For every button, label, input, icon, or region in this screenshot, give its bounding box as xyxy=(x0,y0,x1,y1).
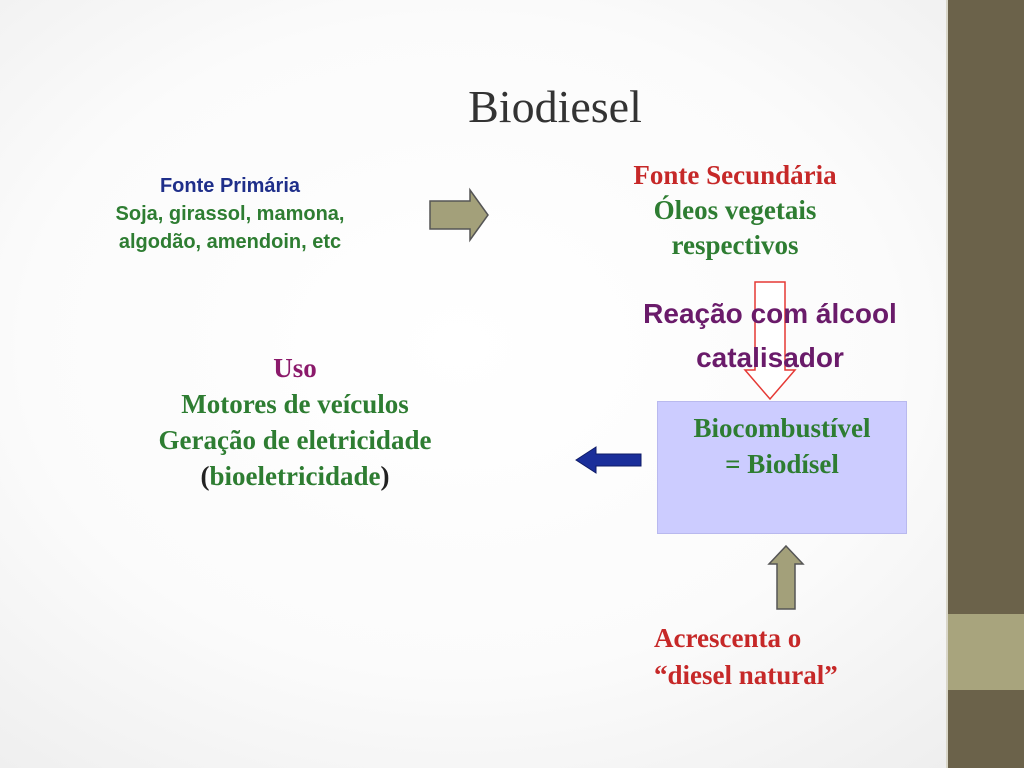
usage-line-electricity: Geração de eletricidade xyxy=(158,425,432,455)
bioelectricity-word: bioeletricidade xyxy=(209,461,381,491)
primary-source-heading: Fonte Primária xyxy=(159,175,301,197)
biofuel-label: Biocombustível = Biodísel xyxy=(693,413,871,479)
slide-title: Biodiesel xyxy=(468,81,642,132)
sidebar-edge xyxy=(946,0,948,768)
primary-source: Fonte Primária Soja, girassol, mamona, a… xyxy=(60,172,400,256)
primary-source-body: Soja, girassol, mamona, algodão, amendoi… xyxy=(115,203,345,253)
secondary-source-heading: Fonte Secundária xyxy=(633,160,837,190)
secondary-source: Fonte Secundária Óleos vegetais respecti… xyxy=(585,158,885,263)
usage-block: Uso Motores de veículos Geração de eletr… xyxy=(100,350,490,494)
up-arrow-icon xyxy=(767,544,805,610)
reaction-label: Reação com álcool catalisador xyxy=(643,298,897,373)
paren-close: ) xyxy=(380,461,390,491)
left-arrow-icon xyxy=(575,446,642,474)
paren-open: ( xyxy=(200,461,210,491)
down-arrow-outline-icon xyxy=(743,281,797,401)
secondary-source-body: Óleos vegetais respectivos xyxy=(653,195,817,260)
addition-label: Acrescenta o “diesel natural” xyxy=(654,623,838,690)
usage-line-vehicles: Motores de veículos xyxy=(181,389,409,419)
usage-line-bioelectricity: (bioeletricidade) xyxy=(100,458,490,494)
usage-heading: Uso xyxy=(273,353,317,383)
right-arrow-icon xyxy=(429,187,489,243)
biofuel-box xyxy=(657,401,907,534)
sidebar-accent-block xyxy=(948,614,1024,690)
